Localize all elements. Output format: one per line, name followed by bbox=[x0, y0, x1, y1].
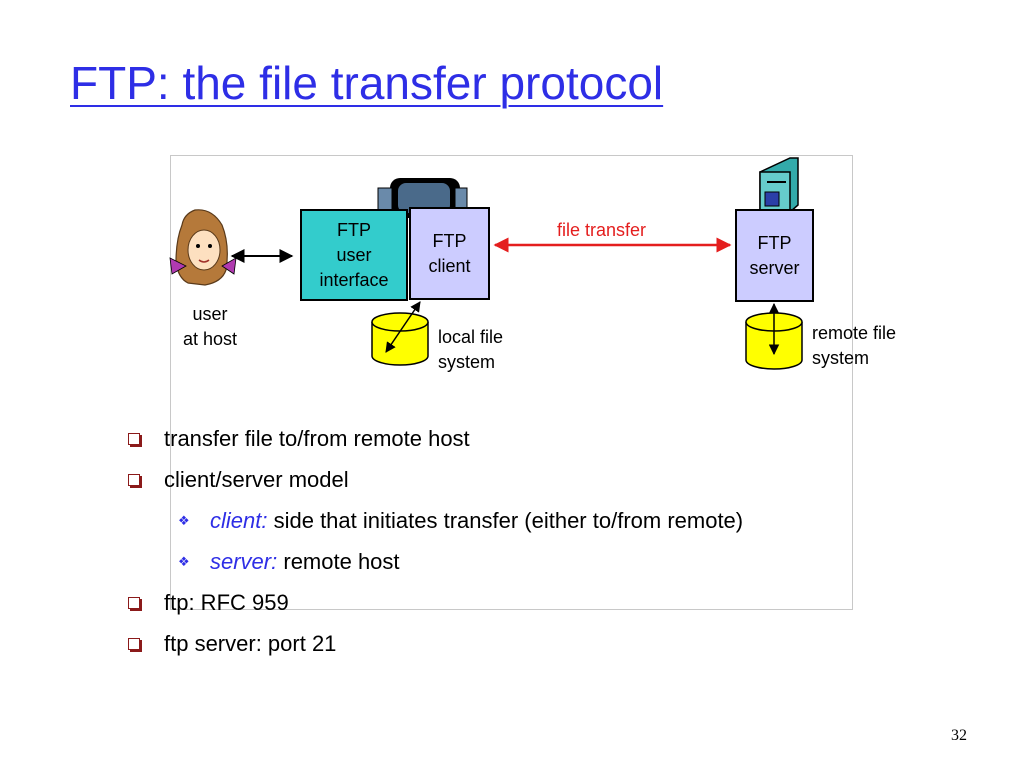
ftp-user-interface-label: FTP user interface bbox=[319, 219, 389, 290]
local-storage-icon bbox=[371, 312, 429, 366]
remote-file-system-label: remote file system bbox=[812, 323, 897, 368]
diamond-bullet-icon: ❖ bbox=[178, 554, 190, 569]
bullet-text: ftp: RFC 959 bbox=[164, 590, 289, 615]
square-bullet-icon bbox=[128, 433, 140, 445]
bullet-term: client: bbox=[210, 508, 268, 533]
bullet-text: client/server model bbox=[164, 467, 349, 492]
bullet-text: remote host bbox=[277, 549, 400, 574]
client-local-fs-arrow bbox=[385, 301, 421, 353]
sub-bullet-item: ❖ server: remote host bbox=[128, 547, 743, 588]
bullet-text: side that initiates transfer (either to/… bbox=[267, 508, 744, 533]
user-at-host-label: user at host bbox=[182, 304, 238, 349]
bullet-item: transfer file to/from remote host bbox=[128, 424, 743, 465]
slide-title: FTP: the file transfer protocol bbox=[70, 57, 664, 109]
bullet-item: ftp: RFC 959 bbox=[128, 588, 743, 629]
bullet-term: server: bbox=[210, 549, 278, 574]
local-file-system-label: local file system bbox=[438, 327, 504, 372]
page-number: 32 bbox=[951, 727, 967, 744]
bullet-list: transfer file to/from remote host client… bbox=[128, 424, 743, 670]
bullet-text: ftp server: port 21 bbox=[164, 631, 337, 656]
ftp-server-box: FTP server bbox=[735, 209, 814, 302]
bullet-item: client/server model bbox=[128, 465, 743, 506]
sub-bullet-item: ❖ client: side that initiates transfer (… bbox=[128, 506, 743, 547]
ftp-user-interface-box: FTP user interface bbox=[300, 209, 408, 301]
ftp-client-label: FTP client bbox=[428, 230, 471, 276]
ftp-client-box: FTP client bbox=[409, 207, 490, 300]
bullet-text: transfer file to/from remote host bbox=[164, 426, 470, 451]
file-transfer-label: file transfer bbox=[557, 220, 647, 240]
square-bullet-icon bbox=[128, 638, 140, 650]
bullet-item: ftp server: port 21 bbox=[128, 629, 743, 670]
user-person-icon bbox=[169, 209, 237, 286]
ftp-server-label: FTP server bbox=[749, 232, 800, 278]
square-bullet-icon bbox=[128, 597, 140, 609]
server-computer-icon bbox=[759, 157, 799, 213]
diamond-bullet-icon: ❖ bbox=[178, 513, 190, 528]
figure-frame bbox=[170, 155, 853, 610]
square-bullet-icon bbox=[128, 474, 140, 486]
